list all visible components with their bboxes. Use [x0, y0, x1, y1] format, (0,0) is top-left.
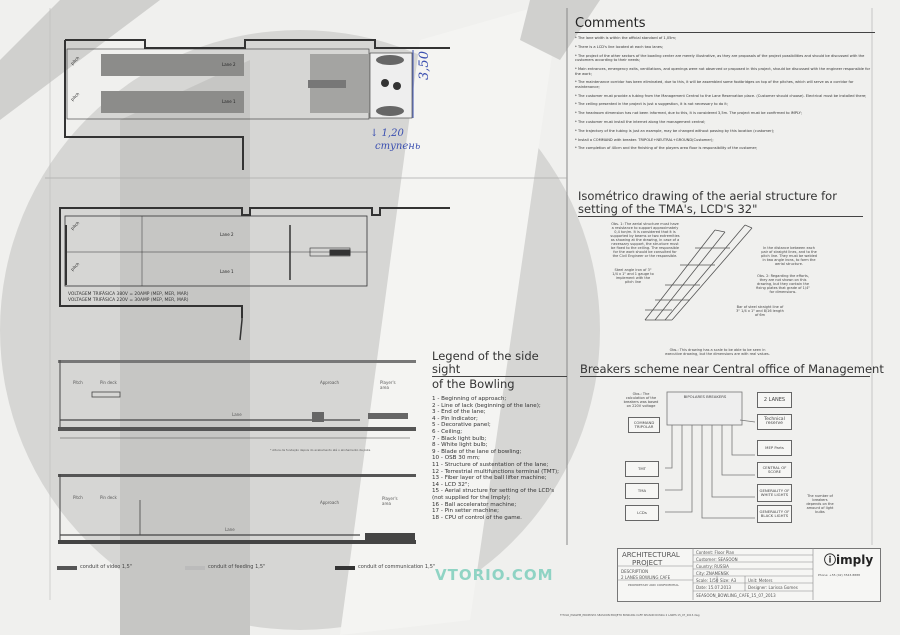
zone-lane: Lane	[232, 412, 242, 417]
side-view-2	[58, 474, 416, 544]
comment-item: * The ceiling presented in the project i…	[575, 102, 728, 107]
legend-item: 6 - Ceiling;	[432, 428, 463, 435]
legend-title-line2: of the Bowling	[432, 377, 515, 391]
zone-approach: Approach	[320, 380, 340, 385]
box-central-score: CENTRAL OF SCORE	[757, 462, 792, 478]
legend-item: 15 - Aerial structure for setting of the…	[432, 488, 555, 501]
legend-item: 10 - OSB 30 mm;	[432, 455, 480, 462]
box-2-lanes: 2 LANES	[757, 392, 792, 408]
zone-pitch: Pitch	[73, 380, 83, 385]
legend-item: 13 - Fiber layer of the ball lifter mach…	[432, 475, 547, 482]
side-view-legend: Legend of the side sight of the Bowling …	[432, 350, 567, 521]
legend-item: 14 - LCD 32";	[432, 481, 470, 488]
comment-item: * Install a COMMAND with breaker. TRIPOL…	[575, 137, 714, 142]
comment-item: * The lane width is within the official …	[575, 36, 677, 40]
box-tma: TMA	[625, 483, 659, 499]
watermark-i-stem	[120, 60, 250, 635]
comment-item: * The project of the other sectors of th…	[575, 53, 865, 63]
box-lcds: LCDs	[625, 505, 659, 521]
breakers-panel-label: BIPOLARES BREAKERS	[683, 394, 727, 399]
conduit-video-label: conduit of video 1,5"	[80, 564, 133, 570]
handwritten-step-height: ↓ 1,20	[370, 128, 404, 139]
breaker-wiring	[665, 391, 756, 519]
comment-item: * The customer must provide a tubing fro…	[575, 93, 867, 98]
zone-approach: Approach	[320, 500, 340, 505]
comment-item: * The maintenance corridor has been elim…	[575, 80, 854, 89]
legend-item: 1 - Beginning of approach;	[432, 396, 507, 402]
isometric-title: Isométrico drawing of the aerial structu…	[578, 190, 863, 217]
handwritten-step-label: ступень	[375, 141, 421, 152]
conduit-video-swatch	[57, 566, 77, 570]
floor-plan-electrical	[59, 207, 450, 341]
legend-item: 17 - Pin setter machine;	[432, 508, 500, 515]
zone-players-area: Player's area	[382, 496, 398, 506]
iso-note-6: Obs.: This drawing has a scale to be abl…	[665, 348, 770, 356]
box-technical-reserve: Technical reserve	[757, 414, 792, 430]
conduit-communication-label: conduit of communication 1,5"	[358, 564, 436, 570]
comment-item: * The customer must install the internet…	[575, 120, 706, 125]
side-view-1	[58, 360, 416, 439]
iso-note-4: Obs. 2: Regarding the efforts, they are …	[756, 274, 810, 294]
lane-1-label: Lane 1	[222, 99, 236, 104]
comment-item: * Main entrances, emergency exits, venti…	[575, 66, 871, 76]
iso-note-2: In the distance between each pair of str…	[760, 246, 818, 266]
legend-item: 8 - White light bulb;	[432, 442, 488, 449]
box-black-lights: GENERALITY OF BLACK LIGHTS	[757, 505, 792, 523]
conduit-feeding-swatch	[185, 566, 205, 570]
comments-title: Comments	[575, 16, 875, 33]
zone-pitch: Pitch	[73, 495, 83, 500]
footer-filename: TITULO_IMAGEM_PROPOSTA SEASOON PROJETO B…	[560, 614, 700, 617]
imply-logo: ⓘimply	[824, 553, 874, 567]
legend-item: 3 - End of the lane;	[432, 409, 486, 416]
floor-plan-top	[64, 39, 450, 170]
breakers-title: Breakers scheme near Central office of M…	[580, 362, 884, 377]
legend-title: Legend of the side sight	[432, 350, 567, 377]
comment-item: * There is a LCD's line located at each …	[575, 44, 664, 49]
comment-item: * The headroom dimension has not been in…	[575, 111, 802, 116]
conduit-communication-swatch	[335, 566, 355, 570]
title-block-grid	[617, 548, 814, 600]
legend-item: 7 - Black light bulb;	[432, 435, 487, 442]
watermark: VTORIO.COM	[435, 566, 554, 584]
zone-pin-deck: Pin deck	[100, 380, 117, 385]
comments-section: Comments * The lane width is within the …	[575, 16, 875, 155]
legend-item: 4 - Pin Indicator;	[432, 415, 478, 422]
iso-note-5: Bar of steel straight line of 3" 1/4 x 1…	[736, 305, 784, 317]
comment-item: * The completion of 40cm and the finishi…	[575, 146, 758, 151]
legend-item: 9 - Blade of the lane of bowling;	[432, 448, 522, 455]
legend-item: 11 - Structure of sustentation of the la…	[432, 461, 549, 468]
handwritten-dimension: 3,50	[416, 51, 432, 80]
imply-logo-icon: ⓘ	[824, 553, 837, 567]
lane-2-label: Lane 2	[222, 62, 236, 67]
legend-item: 5 - Decorative panel;	[432, 422, 491, 429]
legend-item: 2 - Line of lack (beginning of the lane)…	[432, 402, 541, 409]
legend-item: 12 - Terrestrial multifunctions terminal…	[432, 468, 560, 475]
box-white-lights: GENERALITY OF WHITE LIGHTS	[757, 484, 792, 502]
voltage-note: VOLTAGEM TRIFÁSICA 380V = 20AMP (MEP, ME…	[68, 292, 189, 303]
iso-note-3: Steel angle iron of 3" 1/4 x 1" and 1 ga…	[612, 268, 654, 284]
legend-item: 18 - CPU of control of the game.	[432, 514, 522, 521]
iso-note-1: Obs. 1: The aerial structure must have a…	[610, 222, 680, 258]
isometric-structure	[644, 224, 753, 321]
breakers-note-right: The number of breakers depends on the am…	[806, 494, 834, 514]
box-mep-parts: MEP Parts	[757, 440, 792, 456]
side-view-note: * Altura da fundação depois do acabament…	[270, 448, 371, 452]
zone-pin-deck: Pin deck	[100, 495, 117, 500]
command-box: COMMAND TRIPOLAR	[628, 417, 660, 433]
title-block: ARCHITECTURAL PROJECT DESCRIPTION 2 LANE…	[617, 548, 881, 602]
zone-players-area: Player's area	[380, 380, 396, 390]
lane-2-label: Lane 2	[220, 232, 234, 237]
comment-item: * The trajectory of the tubing is just a…	[575, 128, 775, 133]
zone-lane: Lane	[225, 527, 235, 532]
legend-item: 16 - Ball accelerator machine;	[432, 501, 517, 508]
lane-1-label: Lane 1	[220, 269, 234, 274]
box-tmt: TMT	[625, 461, 659, 477]
breakers-note: Obs.: The calculation of the breakers wa…	[623, 392, 659, 408]
conduit-feeding-label: conduit of feeding 1,5"	[208, 564, 266, 570]
